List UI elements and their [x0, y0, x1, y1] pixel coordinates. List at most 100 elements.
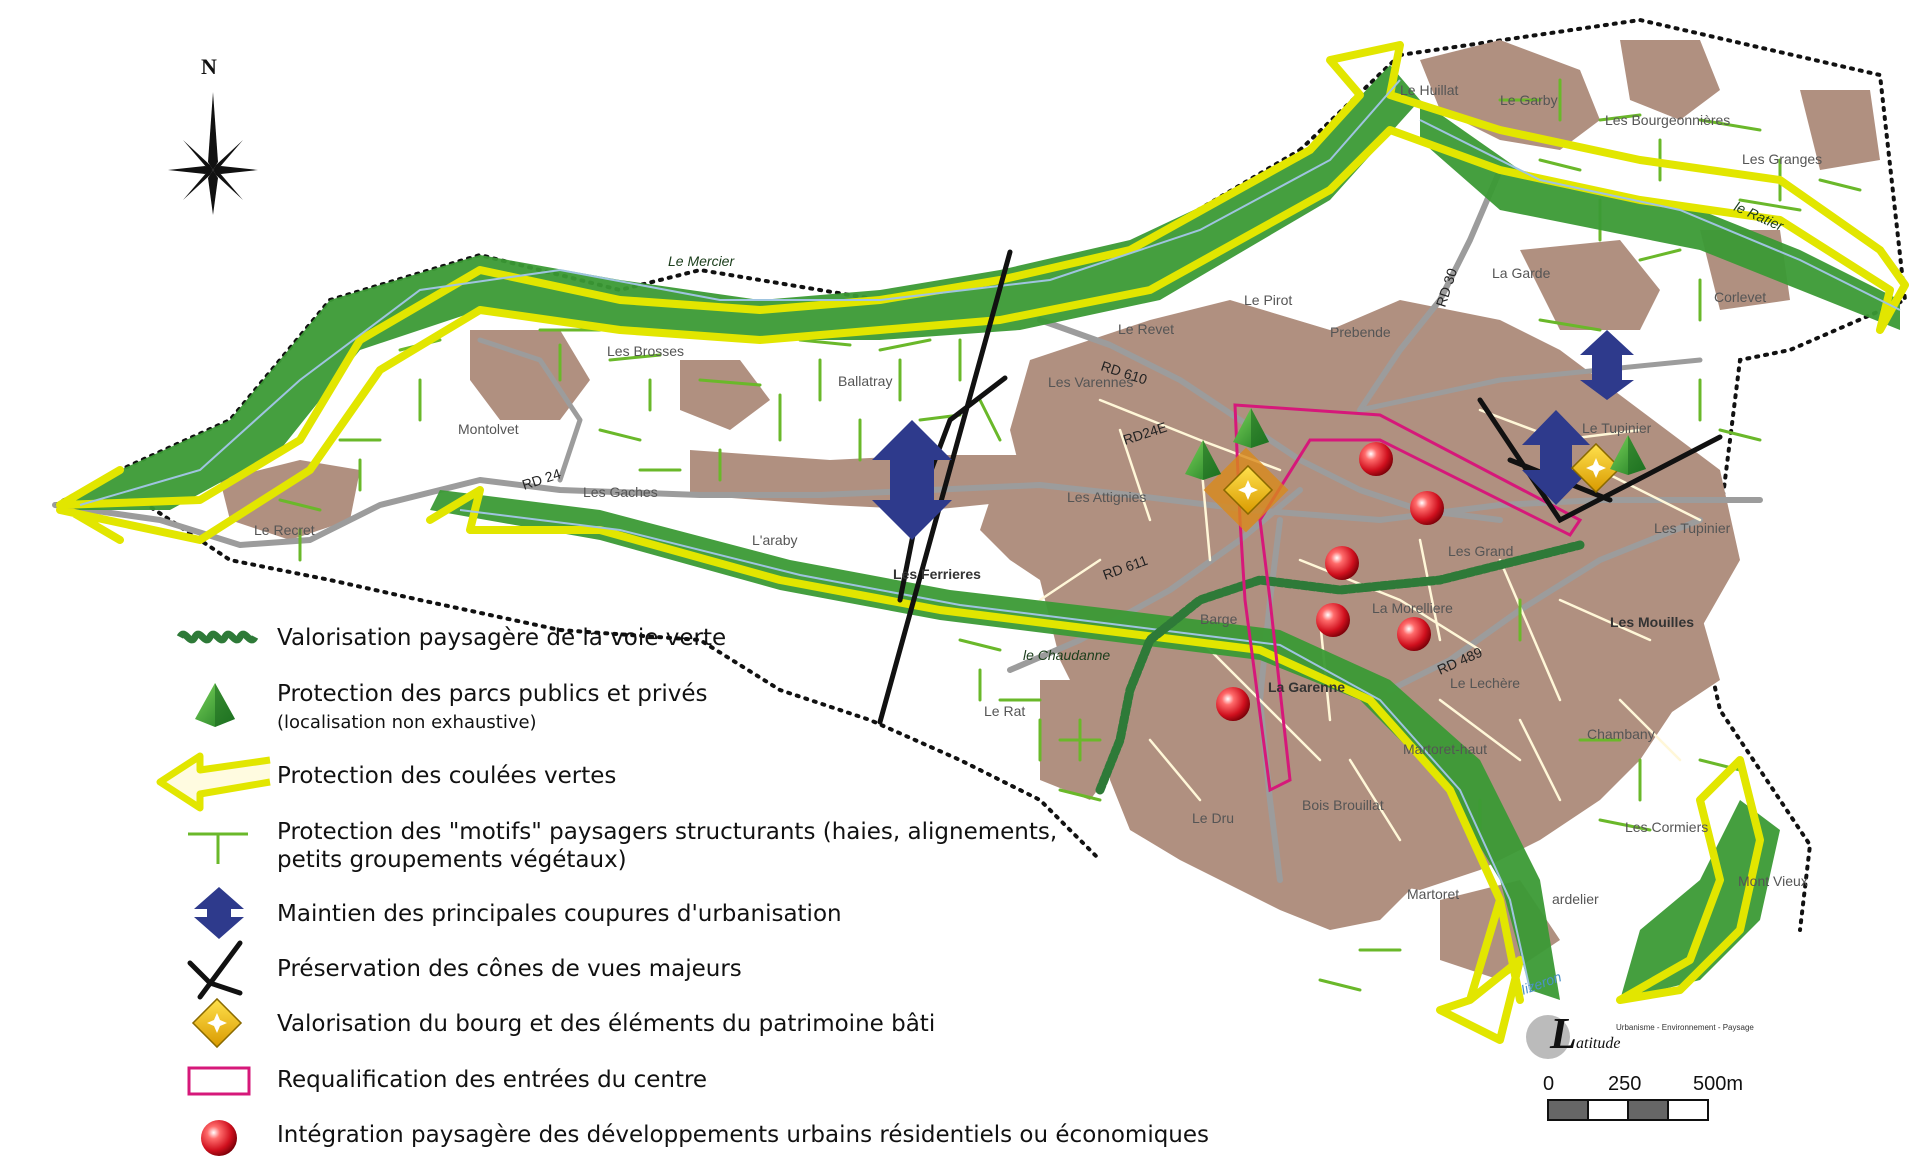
hedge-line-icon — [188, 832, 248, 864]
legend-label: Valorisation paysagère de la voie verte — [277, 625, 726, 651]
scale-label: 500m — [1693, 1073, 1743, 1095]
park-markers — [1185, 408, 1646, 480]
place-label: Les Grand — [1448, 543, 1513, 559]
break-arrow-east-2 — [1522, 410, 1590, 505]
north-label: N — [201, 54, 217, 79]
place-label: Montolvet — [458, 421, 519, 437]
place-label: Martoret-haut — [1403, 741, 1487, 757]
development-sphere-6 — [1216, 687, 1250, 721]
river-chaudanne — [459, 509, 1531, 991]
place-label: Le Tupinier — [1582, 420, 1652, 436]
legend-label: Protection des parcs publics et privés — [277, 681, 707, 707]
road-east-north — [1357, 357, 1703, 413]
legend-label: Maintien des principales coupures d'urba… — [277, 901, 842, 927]
logo-globe-icon — [1526, 1015, 1570, 1059]
place-label: Le Huillat — [1400, 82, 1458, 98]
center-entrances — [1233, 403, 1583, 793]
scale-label: 250 — [1608, 1073, 1641, 1095]
legend-label-cont: petits groupements végétaux) — [277, 847, 627, 873]
river-label: Le Mercier — [668, 253, 735, 269]
development-sphere-3 — [1325, 546, 1359, 580]
double-arrow-icon — [194, 887, 244, 939]
development-sphere-1 — [1359, 442, 1393, 476]
place-label: Le Dru — [1192, 810, 1234, 826]
road-rd610 — [1037, 317, 1503, 523]
place-label: Le Garby — [1500, 92, 1558, 108]
legend-label: Protection des coulées vertes — [277, 763, 616, 789]
place-label: ardelier — [1552, 891, 1599, 907]
compass-rose-icon — [168, 92, 258, 215]
road-rd30 — [1357, 167, 1503, 413]
logo-letter: L — [1549, 1009, 1577, 1058]
river-mercier — [79, 79, 1401, 506]
greenway-path — [1095, 540, 1585, 795]
place-label: Bois Brouillat — [1302, 797, 1384, 813]
place-label: La Morelliere — [1372, 600, 1453, 616]
place-label: Les Brosses — [607, 343, 684, 359]
place-label: Barge — [1200, 611, 1238, 627]
pink-rectangle-icon — [187, 1066, 251, 1096]
legend-sublabel: (localisation non exhaustive) — [277, 712, 537, 733]
arrow-south-loop — [426, 486, 1524, 1044]
place-label: Les Varennes — [1048, 374, 1133, 390]
place-label: La Garde — [1492, 265, 1551, 281]
place-label: Les Tupinier — [1654, 520, 1731, 536]
break-arrow-east-1 — [1580, 330, 1634, 400]
legend-label: Préservation des cônes de vues majeurs — [277, 956, 742, 982]
place-label: La Garenne — [1268, 679, 1345, 695]
urban-ballatray — [680, 360, 770, 430]
place-label: Les Mouilles — [1610, 614, 1694, 630]
place-label: Les Ferrieres — [893, 566, 981, 582]
place-labels: Le Huillat Le Garby Les Bourgeonnières L… — [254, 82, 1822, 907]
place-label: Les Cormiers — [1625, 819, 1708, 835]
river-label: le Chaudanne — [1023, 647, 1110, 663]
park-pyramid-1 — [1185, 440, 1221, 480]
arrow-north-loop — [56, 41, 1909, 544]
scale-bar: 0 250 500m — [1543, 1073, 1743, 1121]
place-label: Le Lechère — [1450, 675, 1520, 691]
river-ratier — [1419, 119, 1901, 311]
green-corridor-arrows — [56, 41, 1909, 1044]
park-pyramid-3 — [1610, 435, 1646, 475]
place-label: Les Granges — [1742, 151, 1822, 167]
green-corridor-north-east — [1420, 100, 1900, 330]
heritage-diamond-center — [1222, 464, 1274, 516]
place-label: Chambany — [1587, 726, 1655, 742]
development-sphere-4 — [1316, 603, 1350, 637]
development-markers — [1216, 442, 1444, 721]
place-label: Martoret — [1407, 886, 1459, 902]
development-sphere-5 — [1397, 617, 1431, 651]
latitude-logo: L atitude Urbanisme - Environnement - Pa… — [1526, 1009, 1754, 1059]
green-pyramid-icon — [195, 683, 235, 727]
place-label: Ballatray — [838, 373, 892, 389]
place-label: Le Rat — [984, 703, 1025, 719]
logo-tagline: Urbanisme - Environnement - Paysage — [1616, 1023, 1754, 1032]
legend-label: Requalification des entrées du centre — [277, 1067, 707, 1093]
north-arrow: N — [168, 54, 258, 215]
place-label: Les Gaches — [583, 484, 658, 500]
place-label: Corlevet — [1714, 289, 1766, 305]
heritage-diamond-east — [1570, 442, 1622, 494]
view-cone-icon — [187, 940, 243, 1000]
place-label: L'araby — [752, 532, 797, 548]
urban-east-hamlets — [1520, 230, 1790, 720]
road-west-loop — [477, 337, 583, 483]
commune-boundary-dotted — [53, 17, 1908, 932]
logo-word: atitude — [1576, 1035, 1620, 1052]
park-pyramid-2 — [1233, 408, 1269, 448]
red-sphere-icon — [201, 1120, 237, 1156]
legend-label: Valorisation du bourg et des éléments du… — [277, 1011, 935, 1037]
scale-label: 0 — [1543, 1073, 1554, 1095]
place-label: Le Pirot — [1244, 292, 1292, 308]
legend-label: Protection des "motifs" paysagers struct… — [277, 819, 1057, 845]
greenway-twist-icon — [176, 630, 259, 644]
place-label: Les Bourgeonnières — [1605, 112, 1730, 128]
development-sphere-2 — [1410, 491, 1444, 525]
legend: Valorisation paysagère de la voie verte … — [156, 625, 1209, 1156]
green-corridor-south-east — [1620, 800, 1780, 1000]
place-label: Les Attignies — [1067, 489, 1146, 505]
arrow-south-east — [1616, 756, 1764, 1004]
place-label: Prebende — [1330, 324, 1391, 340]
rivers — [79, 79, 1901, 991]
